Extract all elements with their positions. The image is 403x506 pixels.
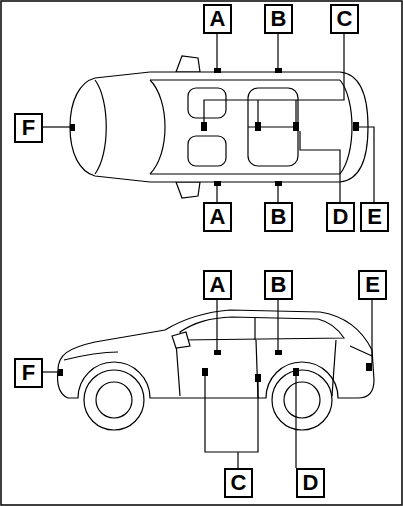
callout-letter: A (210, 8, 226, 30)
roof-edge (150, 80, 340, 174)
windshield (150, 80, 165, 174)
callout-box: C (330, 4, 359, 34)
callout-letter: D (333, 206, 349, 228)
sensor-mark (214, 68, 221, 73)
sensor-mark (201, 122, 207, 131)
leader-line (277, 34, 278, 68)
mirror (176, 56, 200, 72)
callout-box: A (203, 202, 232, 232)
sensor-mark (353, 122, 359, 131)
callout-letter: C (337, 8, 353, 30)
callout-box: A (203, 4, 232, 34)
sensor-mark (366, 363, 372, 371)
callout-box: B (264, 4, 293, 34)
sensor-mark (70, 124, 75, 131)
leader-line (42, 371, 58, 372)
leader-lines (42, 300, 372, 468)
mirror (172, 332, 190, 348)
sensor-mark (275, 68, 282, 73)
wheel (84, 370, 144, 430)
sensor-mark (58, 369, 63, 376)
callout-box: F (14, 113, 43, 143)
callout-letter: A (210, 274, 226, 296)
front-seat (188, 136, 226, 166)
callout-letter: A (210, 206, 226, 228)
taillight-line (350, 346, 372, 356)
sensor-mark (214, 350, 221, 355)
callout-box: B (264, 202, 293, 232)
leader-line (277, 186, 278, 202)
callout-box: E (358, 270, 387, 300)
sensor-mark (275, 181, 282, 186)
hood-line (95, 80, 106, 174)
callout-letter: F (22, 362, 35, 384)
leader-line (359, 127, 374, 202)
pillar (254, 318, 255, 340)
leader-line (300, 131, 340, 202)
callout-letter: B (271, 8, 287, 30)
sensor-marks (70, 68, 359, 186)
callout-box: B (264, 270, 293, 300)
callout-letter: E (365, 274, 380, 296)
side-view-car (57, 310, 374, 430)
window (180, 317, 344, 340)
callout-letter: E (367, 206, 382, 228)
leader-line (216, 300, 217, 350)
callout-letter: B (271, 206, 287, 228)
callout-letter: B (271, 274, 287, 296)
leader-line (204, 34, 344, 122)
rear-window (340, 80, 352, 174)
sensor-mark (275, 350, 282, 355)
front-seat (188, 88, 226, 118)
callout-box: F (14, 358, 43, 388)
top-view-car (70, 56, 368, 198)
leader-line (371, 300, 372, 363)
callout-box: D (326, 202, 355, 232)
bracket (205, 376, 258, 468)
car-body (70, 72, 368, 182)
leader-line (42, 126, 70, 127)
leader-line (295, 376, 296, 468)
callout-box: A (203, 270, 232, 300)
sensor-marks (58, 350, 372, 382)
sensor-mark (255, 374, 261, 382)
callout-letter: D (303, 472, 319, 494)
mirror (176, 182, 200, 198)
sensor-mark (293, 368, 299, 376)
callout-box: E (360, 202, 389, 232)
callout-box: C (224, 468, 253, 498)
leader-line (277, 300, 278, 350)
wheel (272, 370, 332, 430)
headlight-line (64, 352, 118, 360)
sensor-mark (255, 122, 261, 131)
callout-letter: F (22, 117, 35, 139)
wheel-hub (96, 382, 132, 418)
sensor-mark (293, 122, 299, 131)
wheel-hub (284, 382, 320, 418)
sensor-mark (214, 181, 221, 186)
sensor-mark (202, 368, 208, 376)
leader-line (216, 186, 217, 202)
leader-lines (42, 34, 374, 202)
leader-line (216, 34, 217, 68)
callout-box: D (296, 468, 325, 498)
callout-letter: C (231, 472, 247, 494)
